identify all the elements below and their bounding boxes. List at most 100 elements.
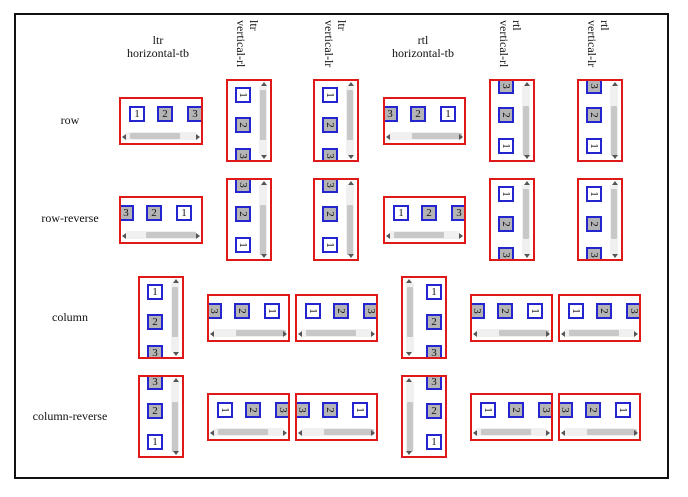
- v-scrollbar[interactable]: [406, 283, 414, 352]
- h-scrollbar[interactable]: [214, 329, 286, 337]
- scroll-left-icon[interactable]: [210, 331, 214, 337]
- h-scrollbar[interactable]: [565, 329, 634, 337]
- scroll-down-icon[interactable]: [612, 254, 618, 258]
- flex-demo-col-rtl-htb[interactable]: 1 2 3: [401, 276, 447, 359]
- scroll-left-icon[interactable]: [298, 430, 302, 436]
- scroll-right-icon[interactable]: [546, 430, 550, 436]
- flex-item: 3: [147, 377, 163, 390]
- scroll-right-icon[interactable]: [634, 430, 638, 436]
- scroll-right-icon[interactable]: [196, 233, 200, 239]
- flex-item: 3: [538, 402, 551, 418]
- scroll-down-icon[interactable]: [524, 254, 530, 258]
- v-scrollbar[interactable]: [259, 185, 267, 255]
- scroll-left-icon[interactable]: [561, 331, 565, 337]
- scroll-right-icon[interactable]: [546, 331, 550, 337]
- scroll-up-icon[interactable]: [406, 378, 412, 382]
- scroll-right-icon[interactable]: [634, 331, 638, 337]
- scroll-down-icon[interactable]: [612, 155, 618, 159]
- scroll-up-icon[interactable]: [612, 181, 618, 185]
- flex-demo-col-ltr-vrl[interactable]: 3 2 1: [207, 294, 290, 342]
- v-scrollbar[interactable]: [610, 185, 618, 254]
- scroll-down-icon[interactable]: [261, 155, 267, 159]
- scroll-up-icon[interactable]: [348, 82, 354, 86]
- flex-demo-row-rtl-vrl[interactable]: 3 2 1: [489, 79, 535, 162]
- scroll-up-icon[interactable]: [173, 378, 179, 382]
- scroll-up-icon[interactable]: [524, 82, 530, 86]
- scroll-left-icon[interactable]: [122, 233, 126, 239]
- flex-demo-rowrev-ltr-htb[interactable]: 3 2 1: [119, 196, 203, 244]
- h-scrollbar[interactable]: [477, 329, 549, 337]
- scroll-left-icon[interactable]: [386, 233, 390, 239]
- h-scrollbar[interactable]: [302, 329, 371, 337]
- scroll-up-icon[interactable]: [348, 181, 354, 185]
- scroll-down-icon[interactable]: [261, 254, 267, 258]
- flex-demo-rowrev-rtl-htb[interactable]: 1 2 3: [383, 196, 466, 244]
- scroll-left-icon[interactable]: [561, 430, 565, 436]
- v-scrollbar[interactable]: [346, 86, 354, 155]
- scroll-down-icon[interactable]: [173, 352, 179, 356]
- h-scrollbar[interactable]: [214, 428, 283, 436]
- flex-demo-rowrev-ltr-vlr[interactable]: 3 2 1: [313, 178, 359, 261]
- flex-demo-row-ltr-htb[interactable]: 1 2 3: [119, 97, 203, 145]
- scroll-right-icon[interactable]: [283, 331, 287, 337]
- row-head-column-reverse: column-reverse: [32, 409, 108, 423]
- flex-demo-colrev-ltr-vlr[interactable]: 3 2 1: [295, 393, 378, 441]
- scroll-right-icon[interactable]: [196, 134, 200, 140]
- scroll-right-icon[interactable]: [283, 430, 287, 436]
- flex-demo-colrev-ltr-vrl[interactable]: 1 2 3: [207, 393, 290, 441]
- h-scrollbar[interactable]: [390, 231, 459, 239]
- scroll-up-icon[interactable]: [261, 181, 267, 185]
- h-scrollbar[interactable]: [565, 428, 637, 436]
- flex-demo-rowrev-rtl-vrl[interactable]: 1 2 3: [489, 178, 535, 261]
- v-scrollbar[interactable]: [406, 382, 414, 452]
- scroll-up-icon[interactable]: [173, 279, 179, 283]
- v-scrollbar[interactable]: [522, 185, 530, 254]
- flex-demo-colrev-rtl-vlr[interactable]: 3 2 1: [558, 393, 641, 441]
- flex-demo-col-rtl-vrl[interactable]: 3 2 1: [470, 294, 553, 342]
- scroll-right-icon[interactable]: [459, 233, 463, 239]
- flex-demo-rowrev-rtl-vlr[interactable]: 1 2 3: [577, 178, 623, 261]
- scroll-left-icon[interactable]: [473, 331, 477, 337]
- v-scrollbar[interactable]: [171, 283, 179, 352]
- scroll-left-icon[interactable]: [122, 134, 126, 140]
- scroll-right-icon[interactable]: [459, 134, 463, 140]
- v-scrollbar[interactable]: [171, 382, 179, 452]
- scroll-up-icon[interactable]: [261, 82, 267, 86]
- flex-demo-col-ltr-vlr[interactable]: 1 2 3: [295, 294, 378, 342]
- scroll-down-icon[interactable]: [173, 451, 179, 455]
- flex-demo-col-rtl-vlr[interactable]: 1 2 3: [558, 294, 641, 342]
- flex-demo-colrev-rtl-htb[interactable]: 3 2 1: [401, 375, 447, 458]
- flex-demo-colrev-rtl-vrl[interactable]: 1 2 3: [470, 393, 553, 441]
- h-scrollbar[interactable]: [126, 231, 196, 239]
- col-head-dir: ltr: [335, 20, 349, 31]
- flex-demo-colrev-ltr-htb[interactable]: 3 2 1: [138, 375, 184, 458]
- v-scrollbar[interactable]: [610, 86, 618, 156]
- scroll-up-icon[interactable]: [612, 82, 618, 86]
- flex-demo-row-rtl-vlr[interactable]: 3 2 1: [577, 79, 623, 162]
- flex-demo-row-rtl-htb[interactable]: 3 2 1: [383, 97, 466, 145]
- h-scrollbar[interactable]: [302, 428, 374, 436]
- scroll-down-icon[interactable]: [406, 352, 412, 356]
- scroll-left-icon[interactable]: [473, 430, 477, 436]
- scroll-down-icon[interactable]: [348, 254, 354, 258]
- flex-demo-row-ltr-vrl[interactable]: 1 2 3: [226, 79, 272, 162]
- h-scrollbar[interactable]: [390, 132, 462, 140]
- scroll-up-icon[interactable]: [524, 181, 530, 185]
- scroll-right-icon[interactable]: [371, 331, 375, 337]
- scroll-left-icon[interactable]: [298, 331, 302, 337]
- scroll-down-icon[interactable]: [524, 155, 530, 159]
- scroll-up-icon[interactable]: [406, 279, 412, 283]
- scroll-left-icon[interactable]: [210, 430, 214, 436]
- h-scrollbar[interactable]: [126, 132, 196, 140]
- scroll-right-icon[interactable]: [371, 430, 375, 436]
- flex-demo-col-ltr-htb[interactable]: 1 2 3: [138, 276, 184, 359]
- scroll-left-icon[interactable]: [386, 134, 390, 140]
- scroll-down-icon[interactable]: [348, 155, 354, 159]
- h-scrollbar[interactable]: [477, 428, 546, 436]
- v-scrollbar[interactable]: [259, 86, 267, 155]
- v-scrollbar[interactable]: [522, 86, 530, 156]
- flex-demo-rowrev-ltr-vrl[interactable]: 3 2 1: [226, 178, 272, 261]
- scroll-down-icon[interactable]: [406, 451, 412, 455]
- flex-demo-row-ltr-vlr[interactable]: 1 2 3: [313, 79, 359, 162]
- v-scrollbar[interactable]: [346, 185, 354, 255]
